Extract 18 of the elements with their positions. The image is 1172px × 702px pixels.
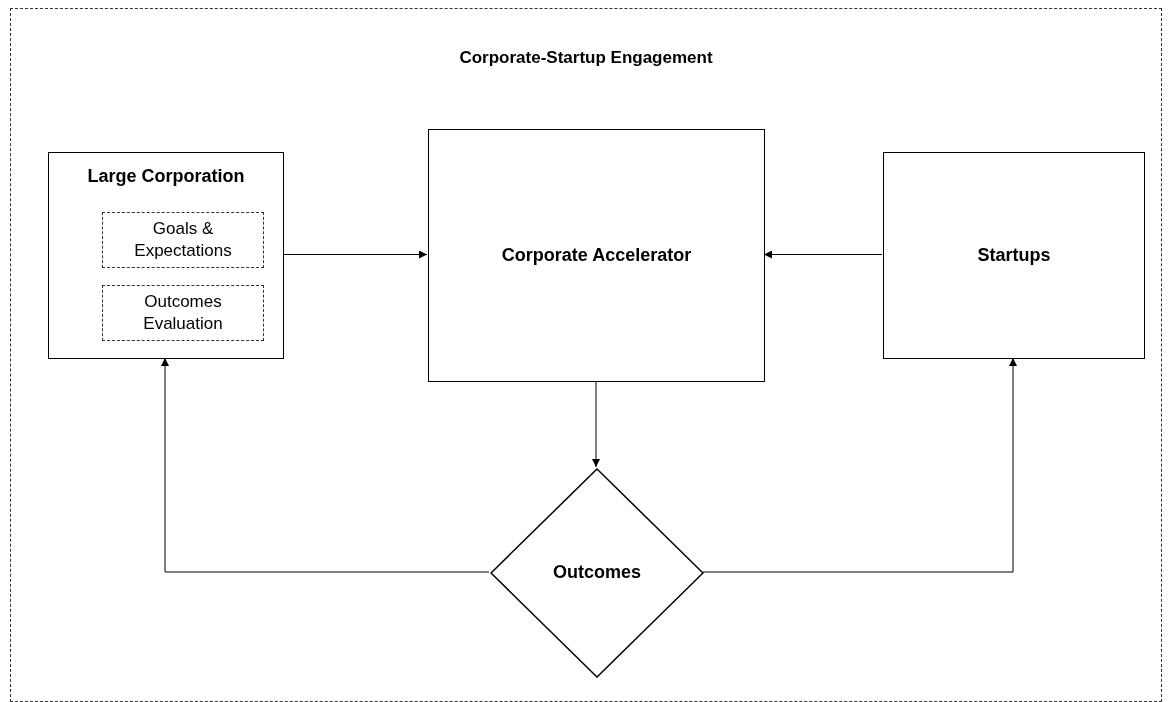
arrow <box>702 357 1017 573</box>
dashed-box <box>102 212 264 268</box>
arrow <box>161 357 490 573</box>
process-box <box>428 129 765 382</box>
arrow <box>282 250 428 259</box>
arrow <box>763 250 883 259</box>
box-label: Outcomes <box>552 561 642 585</box>
process-box <box>48 152 284 359</box>
box-label: Goals & Expectations <box>133 217 233 262</box>
group-label: Corporate-Startup Engagement <box>458 47 714 69</box>
box-label: Corporate Accelerator <box>500 243 693 267</box>
box-label: Outcomes Evaluation <box>142 290 224 335</box>
box-label: Startups <box>976 243 1052 267</box>
group-frame <box>10 8 1162 702</box>
process-box <box>883 152 1145 359</box>
dashed-box <box>102 285 264 341</box>
box-label: Large Corporation <box>86 165 246 188</box>
arrow <box>592 380 600 468</box>
